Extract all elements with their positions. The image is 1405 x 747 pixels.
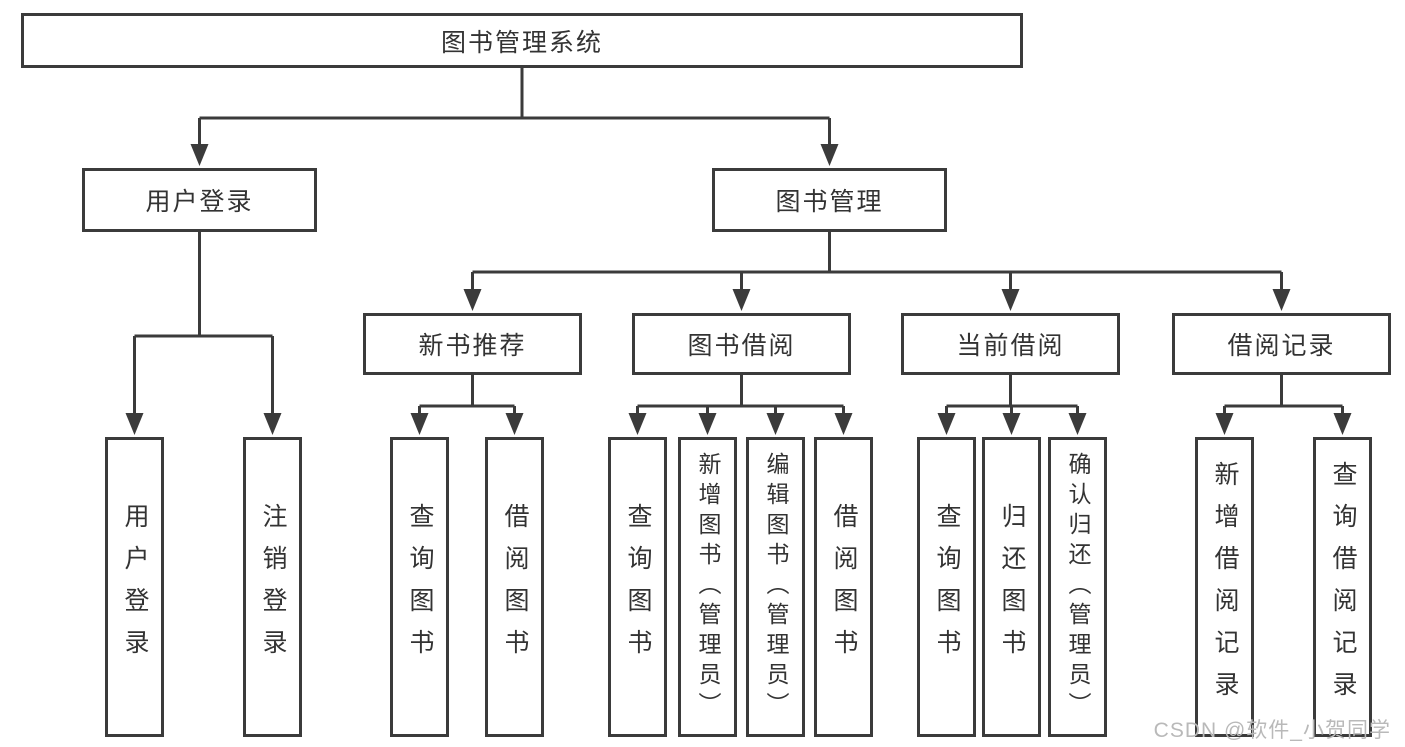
leaf-logout: 注销登录 — [243, 437, 302, 737]
connector-book-borrow-children — [628, 375, 853, 435]
arrowhead — [834, 413, 853, 435]
leaf-query-books-3: 查询图书 — [917, 437, 976, 737]
arrowhead — [125, 413, 144, 435]
node-library-management-system: 图书管理系统 — [21, 13, 1023, 68]
connector-new-book-recommend-children — [410, 375, 524, 435]
arrowhead — [937, 413, 956, 435]
leaf-query-books-2: 查询图书 — [608, 437, 667, 737]
arrowhead — [1215, 413, 1234, 435]
leaf-confirm-return-admin: 确认归还（管理员） — [1048, 437, 1107, 737]
leaf-edit-book-admin: 编辑图书（管理员） — [746, 437, 805, 737]
arrowhead — [190, 144, 209, 166]
arrowhead — [1272, 289, 1291, 311]
arrowhead — [1333, 413, 1352, 435]
node-book-borrow: 图书借阅 — [632, 313, 851, 375]
leaf-add-book-admin: 新增图书（管理员） — [678, 437, 737, 737]
leaf-borrow-books-1: 借阅图书 — [485, 437, 544, 737]
arrowhead — [1001, 289, 1020, 311]
arrowhead — [263, 413, 282, 435]
csdn-watermark: CSDN @软件_小贺同学 — [1153, 719, 1391, 742]
arrowhead — [732, 289, 751, 311]
leaf-add-borrow-record: 新增借阅记录 — [1195, 437, 1254, 737]
connector-root-to-level2 — [190, 68, 839, 166]
connector-current-borrow-children — [937, 375, 1087, 435]
leaf-query-borrow-record: 查询借阅记录 — [1313, 437, 1372, 737]
arrowhead — [410, 413, 429, 435]
arrowhead — [1068, 413, 1087, 435]
node-new-book-recommend: 新书推荐 — [363, 313, 582, 375]
arrowhead — [505, 413, 524, 435]
arrowhead — [698, 413, 717, 435]
arrowhead — [820, 144, 839, 166]
node-borrow-record: 借阅记录 — [1172, 313, 1391, 375]
arrowhead — [1002, 413, 1021, 435]
arrowhead — [463, 289, 482, 311]
connector-user-login-children — [125, 232, 282, 435]
leaf-borrow-books-2: 借阅图书 — [814, 437, 873, 737]
leaf-return-book: 归还图书 — [982, 437, 1041, 737]
leaf-query-books-1: 查询图书 — [390, 437, 449, 737]
node-current-borrow: 当前借阅 — [901, 313, 1120, 375]
node-book-management: 图书管理 — [712, 168, 947, 232]
arrowhead — [766, 413, 785, 435]
leaf-user-login: 用户登录 — [105, 437, 164, 737]
connector-book-management-to-level3 — [463, 232, 1291, 311]
arrowhead — [628, 413, 647, 435]
node-user-login: 用户登录 — [82, 168, 317, 232]
connector-borrow-record-children — [1215, 375, 1352, 435]
